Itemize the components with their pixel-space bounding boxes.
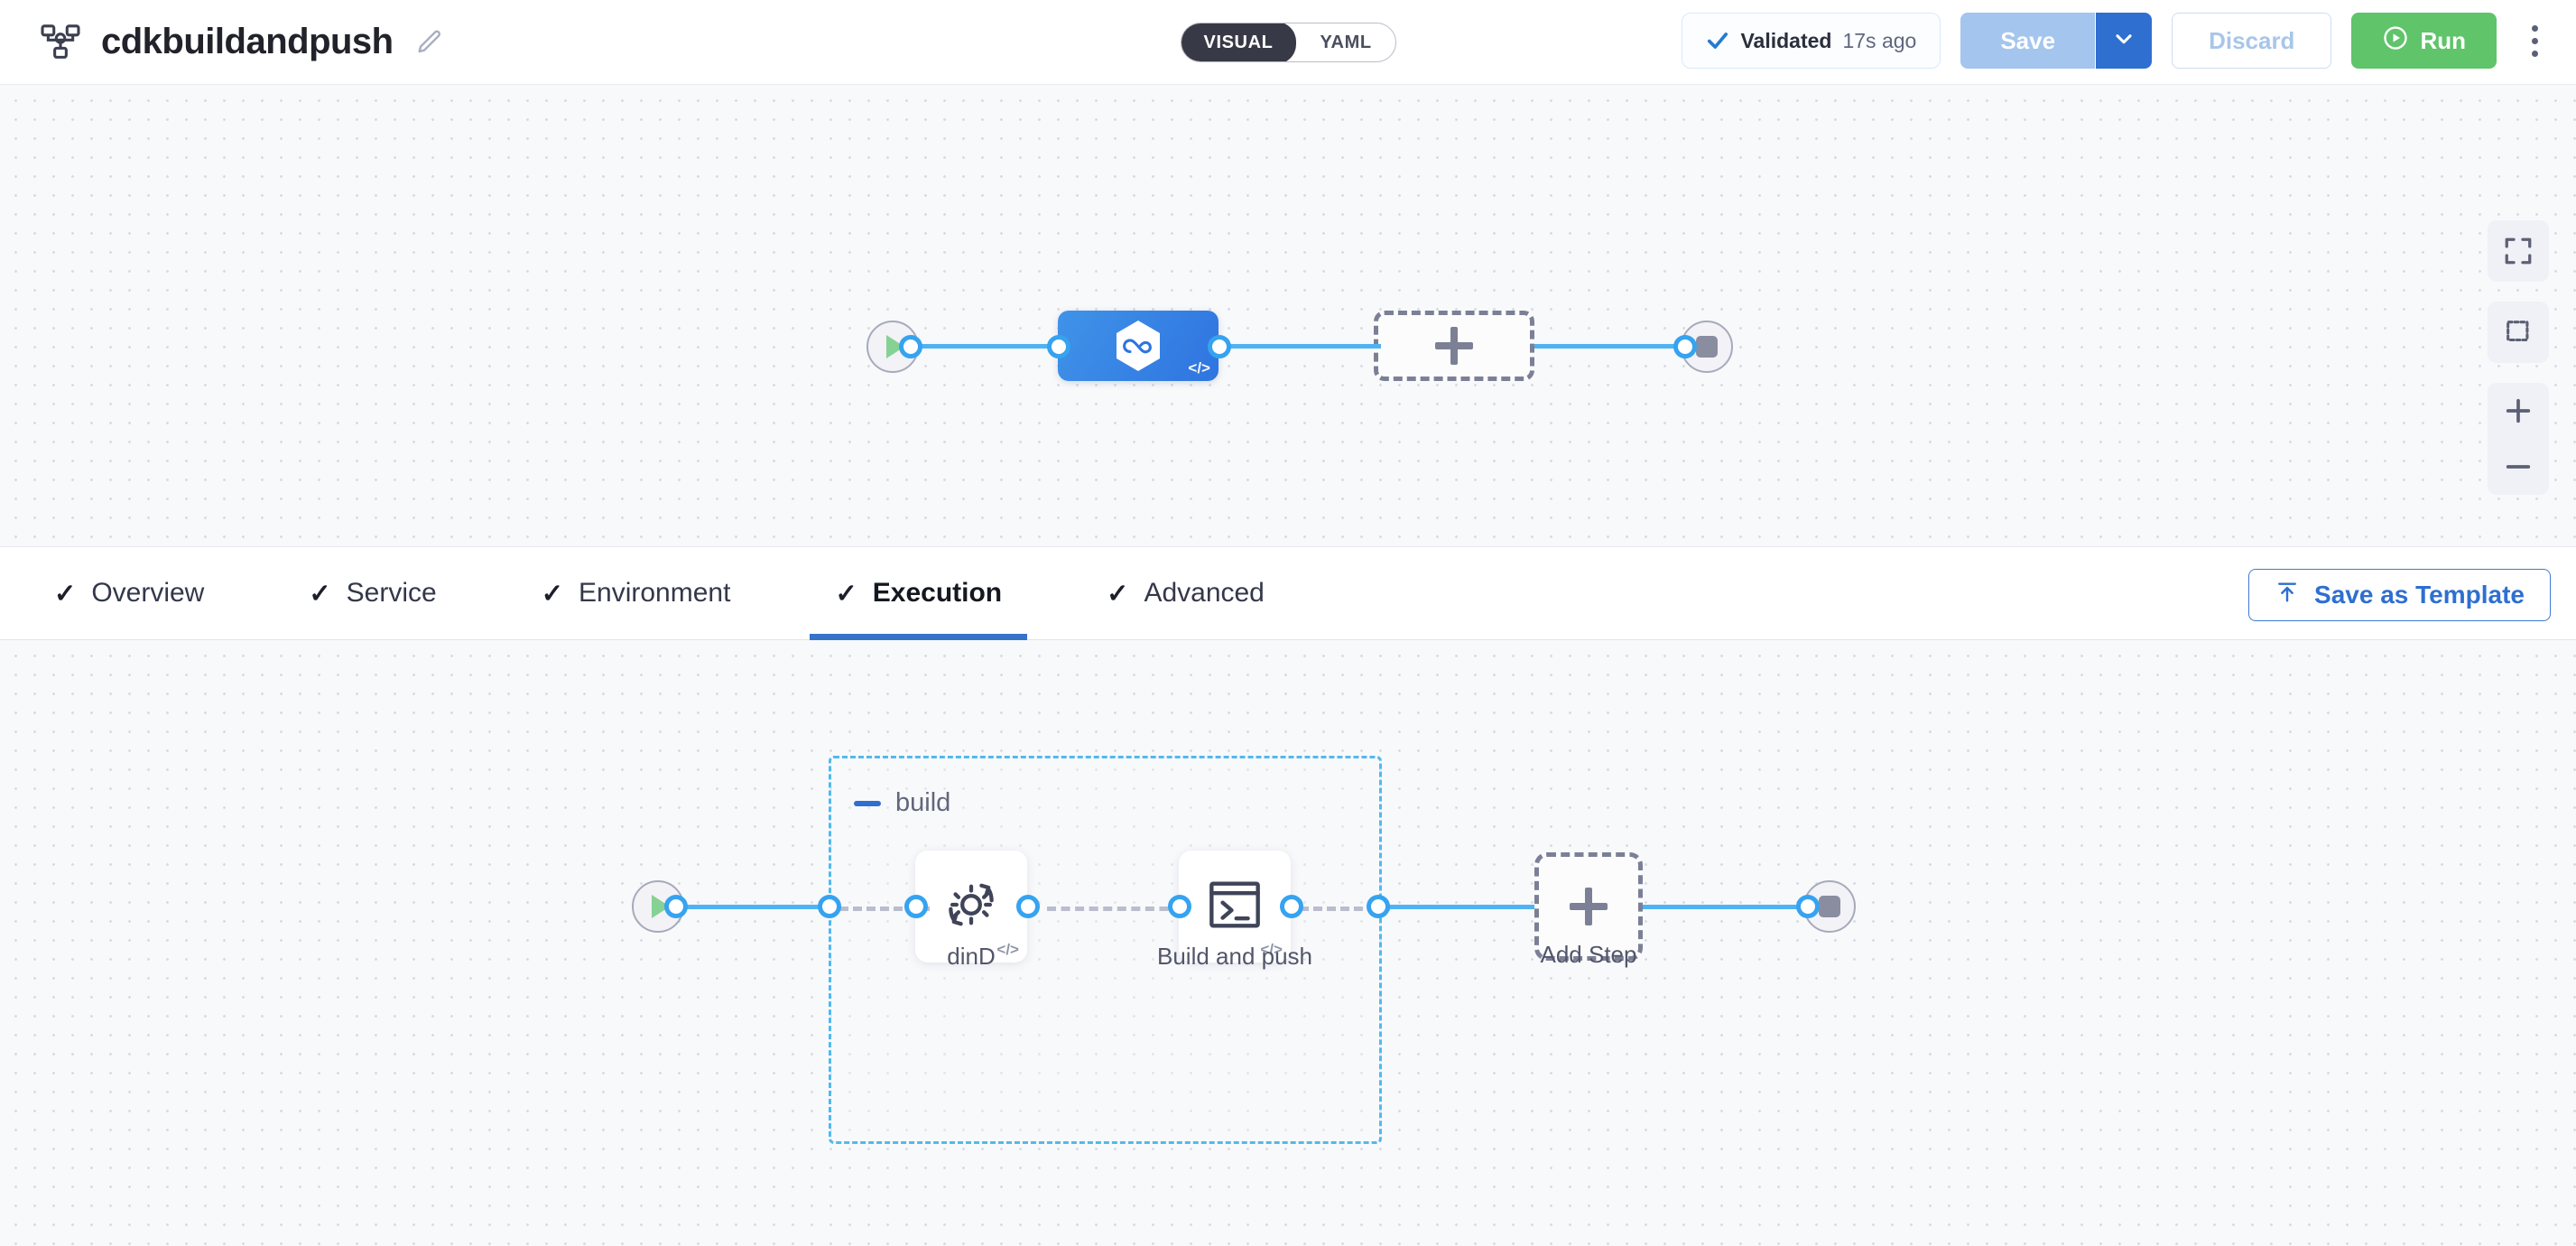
kebab-menu-icon[interactable] [2516, 13, 2553, 69]
port-ckd-out[interactable] [1208, 335, 1231, 358]
check-icon: ✓ [835, 579, 857, 609]
collapse-minus-icon[interactable] [854, 800, 881, 806]
step-code-badge: </> [1260, 941, 1283, 958]
chevron-down-icon [2112, 27, 2136, 55]
add-step-button[interactable] [1534, 852, 1643, 961]
check-icon: ✓ [541, 579, 564, 609]
stage-node-ckd[interactable]: </> [1058, 311, 1219, 381]
port-dind-in[interactable] [904, 895, 928, 918]
save-as-template-button[interactable]: Save as Template [2248, 569, 2551, 621]
validated-timestamp: 17s ago [1842, 28, 1917, 52]
tab-label: Overview [91, 578, 205, 608]
edge-dind-to-buildpush [1047, 907, 1182, 911]
zoom-controls [2488, 383, 2549, 495]
edge-addstage-to-end [1534, 344, 1688, 349]
port-exec-start-out[interactable] [664, 895, 688, 918]
step-node-build-and-push[interactable]: </> [1179, 851, 1291, 962]
pencil-edit-icon[interactable] [394, 28, 444, 57]
upload-template-icon [2275, 580, 2300, 611]
tab-service[interactable]: ✓ Service [283, 546, 461, 640]
save-button-group[interactable]: Save [1960, 13, 2153, 69]
add-step-label: Add Step [1540, 941, 1637, 968]
port-buildpush-in[interactable] [1168, 895, 1191, 918]
save-as-template-label: Save as Template [2314, 581, 2525, 609]
stage-canvas-tools [2488, 220, 2549, 495]
port-group-out[interactable] [1367, 895, 1390, 918]
plus-icon [1570, 888, 1608, 925]
check-icon: ✓ [309, 579, 331, 609]
tab-label: Advanced [1144, 578, 1265, 608]
check-icon: ✓ [54, 579, 77, 609]
tab-label: Service [346, 578, 437, 608]
add-stage-button[interactable] [1374, 311, 1534, 381]
discard-button[interactable]: Discard [2172, 13, 2332, 69]
status-badge-validated: Validated 17s ago [1682, 13, 1941, 69]
step-group-header[interactable]: build [854, 788, 950, 818]
zoom-in-button[interactable] [2488, 383, 2549, 439]
pipeline-nodes-icon [0, 23, 81, 60]
edge-start-to-ckd [903, 344, 1065, 349]
port-exec-end-in[interactable] [1796, 895, 1820, 918]
tab-overview[interactable]: ✓ Overview [29, 546, 229, 640]
check-icon [1706, 29, 1729, 52]
harness-hexagon-infinity-icon [1113, 319, 1163, 373]
marquee-select-icon[interactable] [2488, 302, 2549, 363]
save-button[interactable]: Save [1960, 13, 2097, 69]
pipeline-tab-bar: ✓ Overview ✓ Service ✓ Environment ✓ Exe… [0, 546, 2576, 640]
step-label-build-and-push: Build and push [1156, 943, 1313, 970]
edge-buildpush-to-group-end [1300, 907, 1390, 911]
header-actions: Validated 17s ago Save Discard Run [1682, 13, 2553, 69]
port-group-in[interactable] [818, 895, 841, 918]
step-group-label: build [895, 788, 951, 817]
edge-group-to-addstep [1381, 905, 1534, 909]
page-title: cdkbuildandpush [101, 22, 394, 61]
run-button[interactable]: Run [2351, 13, 2497, 69]
plus-icon [1435, 327, 1473, 365]
edge-ckd-to-addstage [1219, 344, 1381, 349]
port-end-in[interactable] [1673, 335, 1697, 358]
step-code-badge: </> [996, 941, 1019, 958]
save-dropdown-button[interactable] [2096, 13, 2153, 69]
port-buildpush-out[interactable] [1280, 895, 1303, 918]
step-label-dind: dinD [947, 943, 996, 970]
mode-yaml[interactable]: YAML [1320, 32, 1372, 52]
tab-advanced[interactable]: ✓ Advanced [1081, 546, 1290, 640]
check-icon: ✓ [1107, 579, 1129, 609]
view-mode-toggle[interactable]: VISUAL YAML [1181, 23, 1396, 62]
fullscreen-icon[interactable] [2488, 220, 2549, 282]
validated-label: Validated [1740, 28, 1832, 52]
stage-code-badge: </> [1188, 359, 1210, 377]
stage-canvas[interactable]: </> ckd Add Stage [0, 85, 2576, 546]
step-node-dind[interactable]: </> [915, 851, 1027, 962]
port-ckd-in[interactable] [1047, 335, 1070, 358]
port-dind-out[interactable] [1016, 895, 1040, 918]
tab-label: Execution [872, 578, 1003, 608]
tab-environment[interactable]: ✓ Environment [516, 546, 756, 640]
mode-visual[interactable]: VISUAL [1181, 23, 1297, 61]
tab-execution[interactable]: ✓ Execution [810, 546, 1027, 640]
edge-group-to-dind [839, 907, 930, 911]
tab-label: Environment [579, 578, 731, 608]
top-header-bar: cdkbuildandpush VISUAL YAML Validated 17… [0, 0, 2576, 85]
edge-start-to-group [668, 905, 839, 909]
edge-addstep-to-end [1643, 905, 1805, 909]
zoom-out-button[interactable] [2488, 439, 2549, 495]
port-start-out[interactable] [899, 335, 922, 358]
terminal-shell-icon [1203, 873, 1266, 941]
step-canvas[interactable]: Execution Rollback build [0, 640, 2576, 1246]
play-circle-icon [2382, 24, 2409, 58]
gear-rotate-icon [937, 870, 1005, 944]
run-label: Run [2420, 26, 2466, 54]
